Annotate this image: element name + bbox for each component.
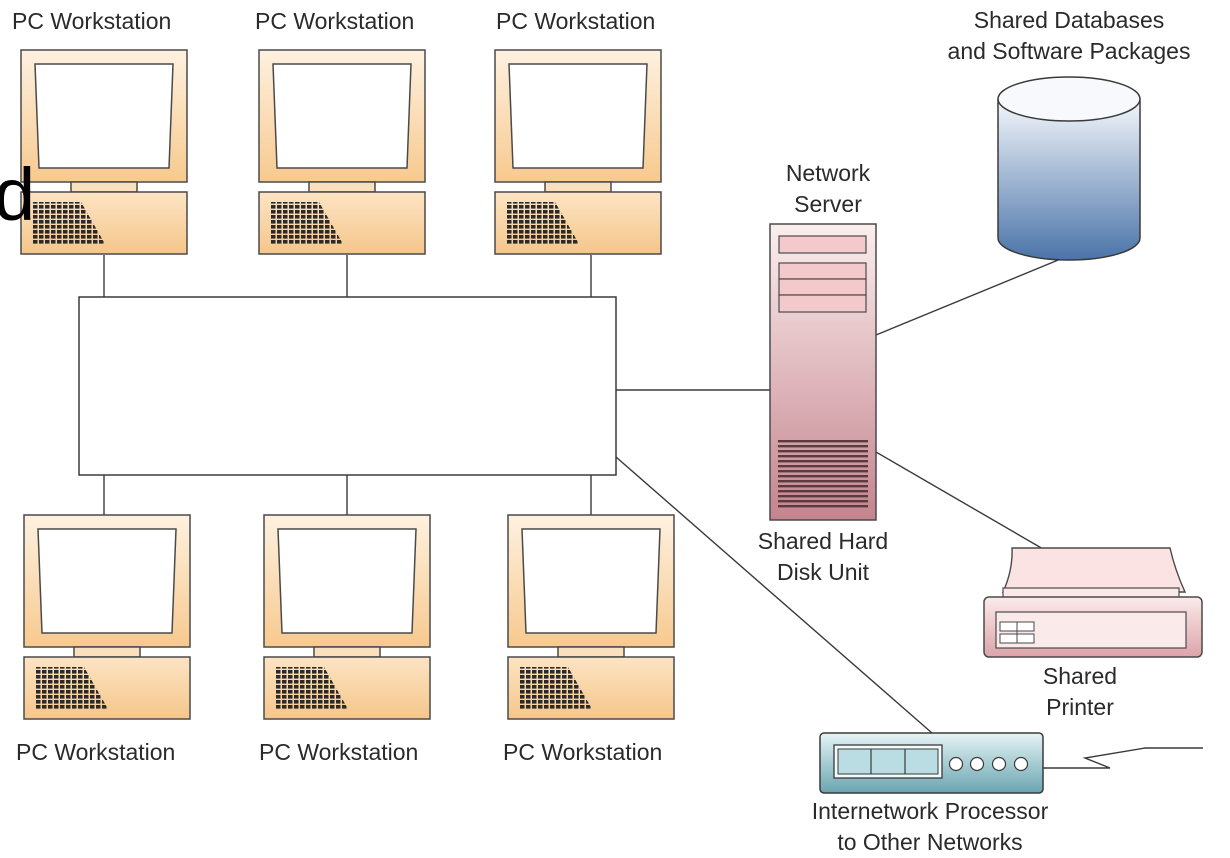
server-title-line2: Server xyxy=(794,191,862,217)
internetwork-line1: Internetwork Processor xyxy=(811,798,1049,824)
printer-label: Shared Printer xyxy=(1020,661,1140,723)
printer-icon xyxy=(983,547,1203,658)
database-icon xyxy=(997,76,1141,261)
server-disk-line1: Shared Hard xyxy=(757,528,889,554)
database-label: Shared Databases and Software Packages xyxy=(924,5,1214,67)
workstation-label: PC Workstation xyxy=(503,739,663,765)
workstation-label: PC Workstation xyxy=(255,8,415,34)
workstation-label: PC Workstation xyxy=(12,8,172,34)
network-links xyxy=(103,255,1203,769)
workstation-bottom-1 xyxy=(23,514,191,720)
server-disk-label: Shared Hard Disk Unit xyxy=(733,526,913,588)
workstation-label: PC Workstation xyxy=(16,739,176,765)
internetwork-label: Internetwork Processor to Other Networks xyxy=(780,796,1080,858)
router-icon xyxy=(819,732,1044,794)
workstation-top-1 xyxy=(20,49,188,255)
workstation-top-2 xyxy=(258,49,426,255)
server-title: Network Server xyxy=(748,158,908,220)
partial-text: d xyxy=(0,153,36,236)
workstation-bottom-3 xyxy=(507,514,675,720)
database-line2: and Software Packages xyxy=(947,38,1191,64)
network-server-icon xyxy=(769,223,877,521)
database-line1: Shared Databases xyxy=(973,7,1165,33)
printer-line2: Printer xyxy=(1046,694,1114,720)
internetwork-line2: to Other Networks xyxy=(837,829,1023,855)
workstation-label: PC Workstation xyxy=(259,739,419,765)
printer-line1: Shared xyxy=(1042,663,1118,689)
network-hub xyxy=(78,296,617,476)
workstation-top-3 xyxy=(494,49,662,255)
workstation-bottom-2 xyxy=(263,514,431,720)
workstation-label: PC Workstation xyxy=(496,8,656,34)
server-disk-line2: Disk Unit xyxy=(776,559,869,585)
server-title-line1: Network xyxy=(785,160,871,186)
